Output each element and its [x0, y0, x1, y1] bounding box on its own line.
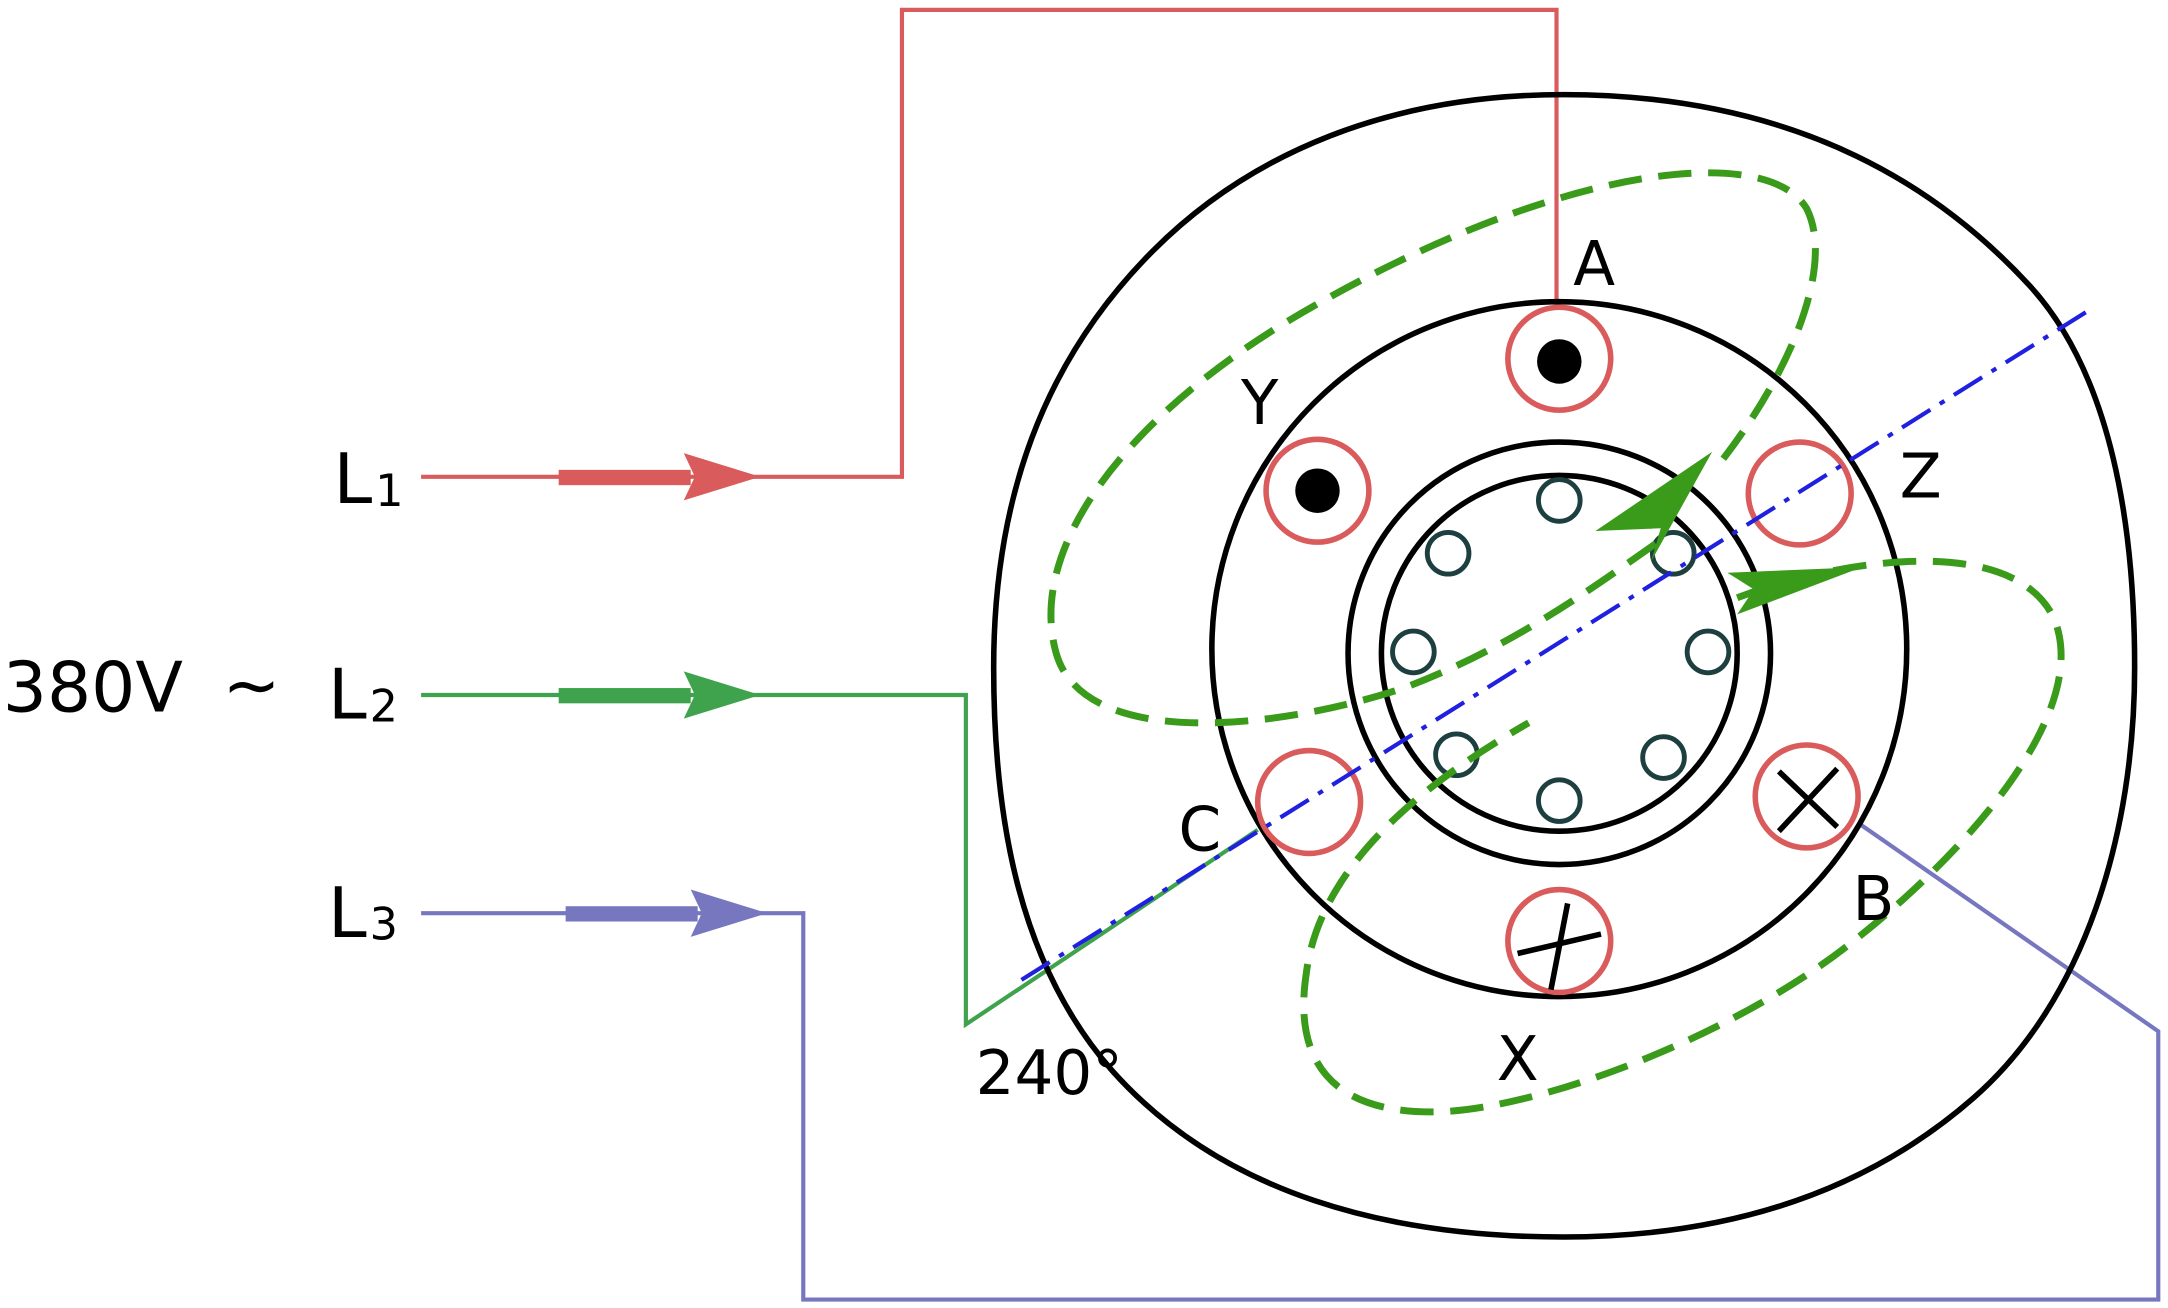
slot-b — [1752, 742, 1861, 851]
line-index: 1 — [375, 466, 403, 517]
label-z: Z — [1900, 442, 1942, 513]
line-l1 — [421, 7, 1559, 501]
label-b: B — [1853, 864, 1895, 935]
line-index: 3 — [370, 900, 398, 951]
line-l3 — [421, 821, 2161, 1302]
label-l1: L 1 — [334, 440, 404, 520]
current-in-cross-icon — [1516, 902, 1602, 991]
arrow-icon — [683, 671, 761, 719]
slot-z — [1745, 439, 1854, 548]
slot-x — [1505, 886, 1614, 996]
line-letter: L — [334, 440, 373, 520]
arrow-icon — [690, 889, 768, 937]
magnetic-axis — [1020, 306, 2093, 982]
slot-a — [1505, 304, 1614, 413]
label-c: C — [1179, 795, 1222, 866]
slot-y — [1263, 436, 1372, 545]
rotor-outer — [1345, 439, 1774, 868]
label-l2: L 2 — [328, 656, 398, 736]
angle-label: 240° — [976, 1038, 1123, 1109]
current-out-dot-icon — [1295, 468, 1340, 513]
line-letter: L — [328, 874, 367, 954]
line-index: 2 — [370, 681, 398, 732]
flux-arrow-icon — [1727, 567, 1863, 615]
arrow-icon — [683, 453, 761, 501]
flux-arrow-icon — [1595, 451, 1713, 562]
slot-c — [1254, 747, 1364, 857]
label-l3: L 3 — [328, 874, 398, 954]
flux-lines — [1047, 169, 2065, 1116]
current-out-dot-icon — [1537, 339, 1582, 384]
label-x: X — [1497, 1024, 1539, 1095]
rotor-bars — [1390, 477, 1732, 824]
label-y: Y — [1240, 368, 1279, 439]
stator-outline — [990, 91, 2138, 1240]
label-a: A — [1573, 229, 1615, 300]
ac-symbol: ∼ — [222, 646, 280, 726]
line-letter: L — [328, 656, 367, 736]
rotor-inner — [1378, 472, 1740, 834]
supply-voltage: 380V — [3, 649, 183, 729]
line-l2 — [421, 671, 1259, 1029]
stator-bore — [1209, 298, 1910, 1000]
current-in-cross-icon — [1776, 766, 1840, 834]
